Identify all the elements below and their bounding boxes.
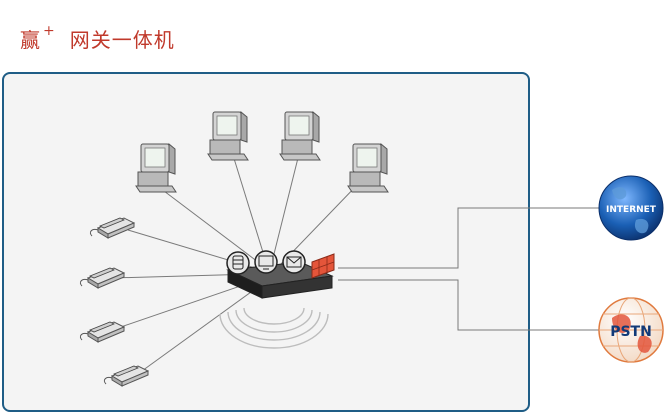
link-computer-2 [231,151,267,263]
link-internet [338,207,600,269]
computer-icon [347,143,389,193]
link-pstn [338,279,600,331]
internet-label: INTERNET [606,205,657,215]
page-title: 赢+ 网关一体机 [20,23,175,53]
mail-icon [282,250,306,274]
pstn-globe-icon: PSTN [598,297,664,363]
network-diagram: INTERNET PSTN [79,111,664,387]
link-computer-3 [271,149,301,263]
phone-icon [79,321,125,343]
diagram-panel [2,72,530,412]
title-plus: + [43,23,56,40]
firewall-icon [311,253,335,279]
link-phone-3 [111,279,259,331]
title-rest: 网关一体机 [69,28,175,52]
gateway-device [226,250,335,299]
internet-globe-icon: INTERNET [598,175,664,241]
link-phone-4 [134,283,263,377]
database-icon [226,251,250,275]
phone-icon [103,365,149,387]
computer-icon [135,143,177,193]
computer-icon [207,111,249,161]
pstn-label: PSTN [610,324,652,340]
phone-icon [79,267,125,289]
link-computer-1 [159,187,263,266]
phone-icon [89,217,135,239]
wireless-signal-icon [219,307,329,349]
title-main: 赢 [20,28,41,52]
uplink-lines [338,207,600,331]
monitor-icon [254,250,278,274]
computer-icon [279,111,321,161]
